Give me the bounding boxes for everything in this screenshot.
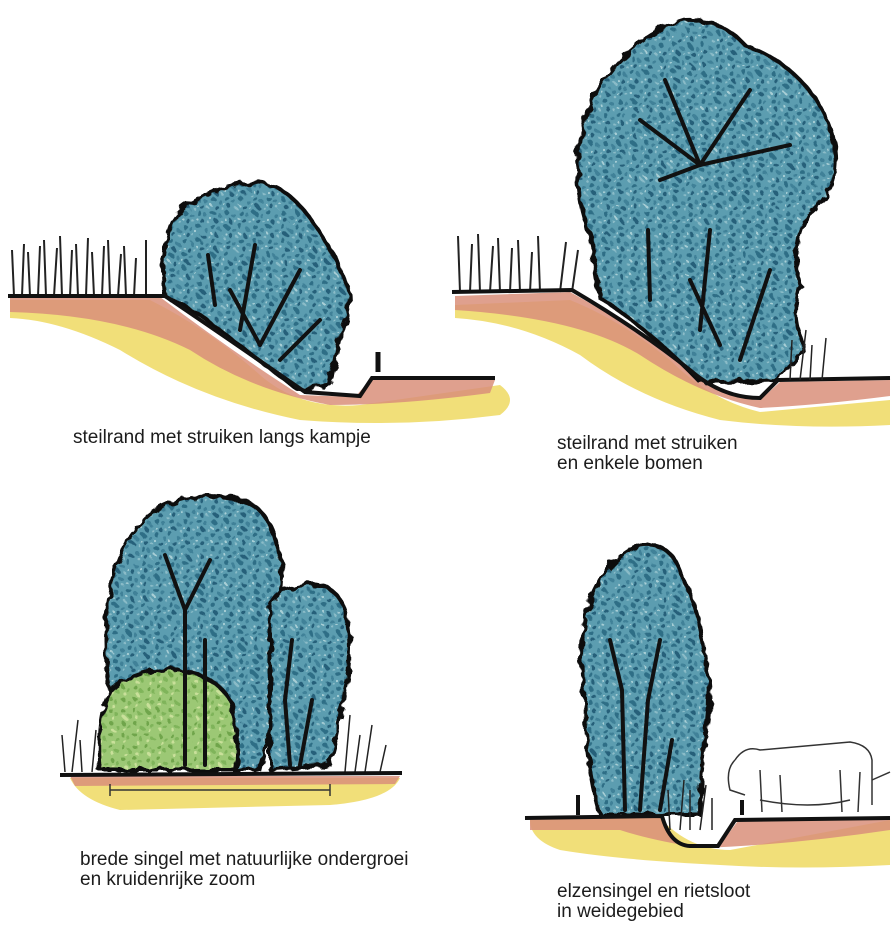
caption-line: brede singel met natuurlijke ondergroei	[80, 850, 408, 870]
alder-canopy	[581, 544, 710, 815]
caption-steilrand-struiken: steilrand met struiken langs kampje	[73, 428, 371, 448]
caption-line: elzensingel en rietsloot	[557, 882, 750, 902]
reeds-right	[458, 234, 578, 292]
caption-steilrand-bomen: steilrand met struiken en enkele bomen	[557, 434, 738, 474]
caption-line: steilrand met struiken langs kampje	[73, 428, 371, 448]
caption-line: steilrand met struiken	[557, 434, 738, 454]
caption-line: en kruidenrijke zoom	[80, 870, 408, 890]
caption-brede-singel: brede singel met natuurlijke ondergroei …	[80, 850, 408, 890]
caption-line: in weidegebied	[557, 902, 750, 922]
reeds-left	[12, 236, 146, 296]
caption-line: en enkele bomen	[557, 454, 738, 474]
cow	[728, 742, 890, 812]
panel-steilrand-bomen	[452, 20, 890, 427]
panel-elzensingel	[525, 544, 890, 867]
understory	[99, 670, 236, 770]
side-canopy	[270, 584, 350, 770]
panel-steilrand-struiken	[8, 183, 510, 423]
ground-line	[60, 773, 402, 775]
caption-elzensingel: elzensingel en rietsloot in weidegebied	[557, 882, 750, 922]
panel-brede-singel	[60, 496, 402, 810]
